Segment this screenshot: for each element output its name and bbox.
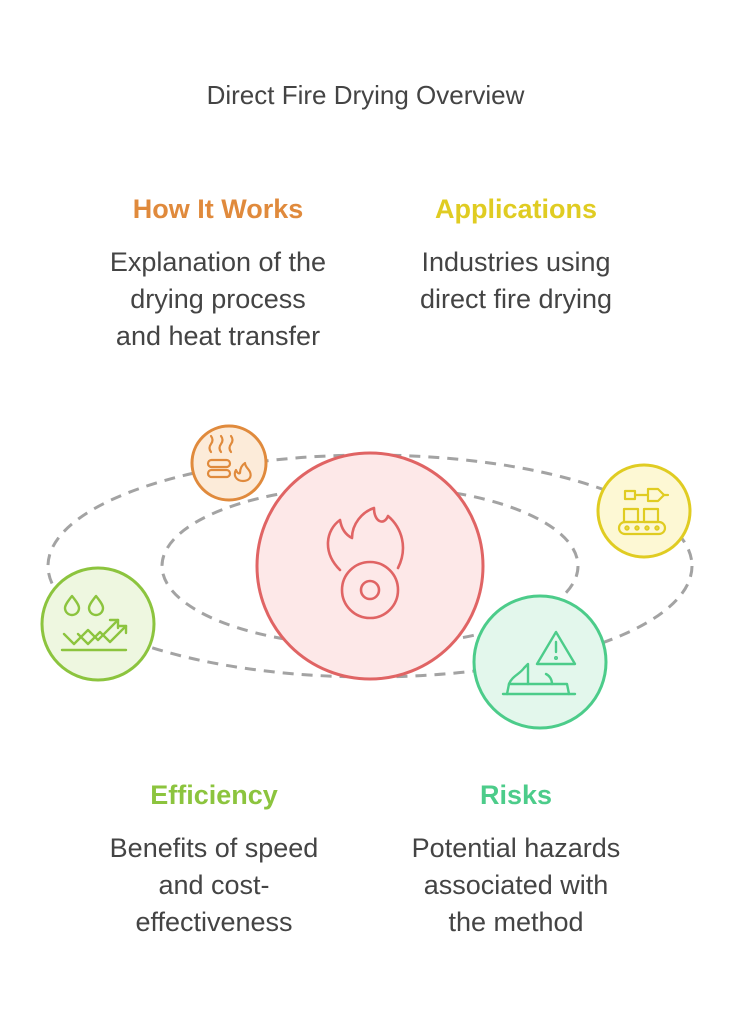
- droplets-growth-icon: [60, 594, 128, 652]
- how-it-works-description: Explanation of the drying process and he…: [68, 244, 368, 355]
- steam-flame-icon: [206, 434, 252, 483]
- applications-heading: Applications: [434, 194, 597, 224]
- description-line: Potential hazards: [411, 833, 621, 863]
- efficiency-description: Benefits of speed and cost- effectivenes…: [64, 830, 364, 941]
- efficiency-block: Efficiency Benefits of speed and cost- e…: [64, 778, 364, 941]
- fire-target-icon: [326, 506, 405, 620]
- how-it-works-heading: How It Works: [132, 194, 304, 224]
- eff-node: [40, 566, 156, 682]
- description-line: direct fire drying: [419, 284, 613, 314]
- outer-orbit: [46, 453, 694, 679]
- apps-node: [596, 463, 692, 559]
- applications-block: Applications Industries using direct fir…: [366, 192, 666, 318]
- description-line: Benefits of speed: [109, 833, 319, 863]
- risks-description: Potential hazards associated with the me…: [366, 830, 666, 941]
- page-title: Direct Fire Drying Overview: [206, 80, 525, 110]
- how-it-works-block: How It Works Explanation of the drying p…: [68, 192, 368, 355]
- efficiency-heading: Efficiency: [150, 780, 278, 810]
- center-node: [255, 451, 485, 681]
- description-line: the method: [448, 907, 584, 937]
- warning-spill-icon: [501, 630, 577, 696]
- conveyor-robot-icon: [617, 487, 670, 536]
- description-line: Explanation of the: [109, 247, 327, 277]
- risks-block: Risks Potential hazards associated with …: [366, 778, 666, 941]
- description-line: Industries using: [421, 247, 611, 277]
- how-node: [190, 424, 268, 502]
- description-line: and heat transfer: [115, 321, 321, 351]
- applications-description: Industries using direct fire drying: [366, 244, 666, 318]
- description-line: drying process: [130, 284, 306, 314]
- risks-heading: Risks: [479, 780, 553, 810]
- description-line: effectiveness: [135, 907, 293, 937]
- description-line: associated with: [423, 870, 609, 900]
- description-line: and cost-: [158, 870, 270, 900]
- risks-node: [472, 594, 608, 730]
